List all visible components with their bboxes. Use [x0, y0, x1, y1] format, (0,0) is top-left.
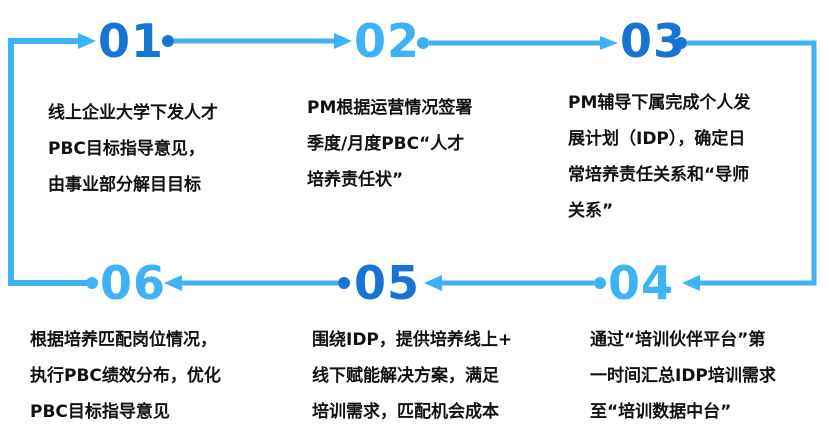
- step-06-line-1: 根据培养匹配岗位情况，: [30, 330, 217, 350]
- connector-dot-02: [417, 37, 429, 49]
- right-frame-connector: [687, 40, 817, 286]
- step-02-line-2: 季度/月度PBC“人才: [307, 134, 465, 154]
- step-number-05: 05: [354, 256, 421, 310]
- arrow-to-03-icon: [600, 36, 618, 50]
- arrow-to-06-icon: [164, 275, 182, 291]
- step-04-line-3: 至“培训数据中台”: [590, 402, 732, 422]
- step-description-03: PM辅导下属完成个人发 展计划（IDP），确定日 常培养责任关系和“导师 关系”: [568, 85, 750, 229]
- step-03-line-2: 展计划（IDP），确定日: [568, 129, 746, 149]
- step-03-line-4: 关系”: [568, 201, 614, 221]
- connector-dot-04: [594, 277, 606, 289]
- step-02-line-3: 培养责任状”: [307, 170, 404, 190]
- connector-dot-01: [162, 35, 174, 47]
- step-description-06: 根据培养匹配岗位情况， 执行PBC绩效分布，优化 PBC目标指导意见: [30, 322, 221, 430]
- step-01-line-1: 线上企业大学下发人才: [48, 103, 218, 123]
- step-03-line-1: PM辅导下属完成个人发: [568, 93, 751, 113]
- connector-dot-05: [338, 277, 350, 289]
- step-06-line-3: PBC目标指导意见: [30, 402, 170, 422]
- step-02-line-1: PM根据运营情况签署: [307, 98, 473, 118]
- step-04-line-1: 通过“培训伙伴平台”第: [590, 330, 766, 350]
- connector-dot-06: [86, 277, 98, 289]
- step-05-line-2: 线下赋能解决方案，满足: [312, 366, 499, 386]
- step-number-01: 01: [98, 14, 165, 68]
- arrow-to-01-icon: [78, 33, 96, 49]
- step-01-line-2: PBC目标指导意见，: [48, 139, 205, 159]
- step-description-01: 线上企业大学下发人才 PBC目标指导意见， 由事业部分解目目标: [48, 95, 218, 203]
- connector-dot-03: [675, 37, 687, 49]
- step-description-05: 围绕IDP，提供培养线上+ 线下赋能解决方案，满足 培训需求，匹配机会成本: [312, 322, 512, 430]
- step-05-line-1: 围绕IDP，提供培养线上+: [312, 330, 513, 350]
- arrow-to-02-icon: [334, 33, 352, 49]
- step-description-04: 通过“培训伙伴平台”第 一时间汇总IDP培训需求 至“培训数据中台”: [590, 322, 776, 430]
- arrow-to-05-icon: [424, 275, 442, 291]
- step-number-03: 03: [620, 14, 687, 68]
- left-frame-connector: [8, 38, 88, 286]
- step-number-04: 04: [608, 256, 675, 310]
- step-06-line-2: 执行PBC绩效分布，优化: [30, 366, 221, 386]
- step-04-line-2: 一时间汇总IDP培训需求: [590, 366, 776, 386]
- step-number-02: 02: [354, 14, 421, 68]
- step-number-06: 06: [100, 256, 167, 310]
- step-03-line-3: 常培养责任关系和“导师: [568, 165, 750, 185]
- step-05-line-3: 培训需求，匹配机会成本: [312, 402, 499, 422]
- step-01-line-3: 由事业部分解目目标: [48, 175, 201, 195]
- arrow-to-04-icon: [682, 275, 700, 291]
- step-description-02: PM根据运营情况签署 季度/月度PBC“人才 培养责任状”: [307, 90, 472, 198]
